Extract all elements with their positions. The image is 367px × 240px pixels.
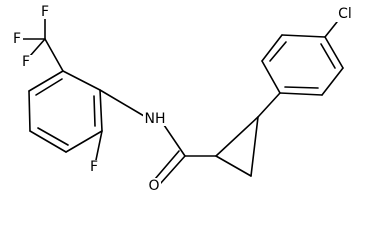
bond-ring1-double-1 xyxy=(93,95,96,127)
bond-nh-carbonyl xyxy=(163,124,186,157)
bond-ring-nh xyxy=(99,89,145,117)
atom-f-ring: F xyxy=(90,159,98,175)
bond-ring2-e xyxy=(321,67,344,96)
bond-ring1-e xyxy=(28,90,31,132)
atom-cl: Cl xyxy=(338,6,352,22)
bond-carbonyl-o-1 xyxy=(159,155,186,185)
bond-ring-f xyxy=(95,130,103,161)
bond-ring2-cl xyxy=(324,21,338,38)
bond-ring2-f xyxy=(279,92,323,96)
bond-cyclopropane-b xyxy=(250,116,259,177)
bond-ring1-b xyxy=(99,89,103,132)
bond-ring1-a xyxy=(62,70,101,91)
bond-ring1-f xyxy=(28,70,64,92)
bond-cyclopropane-aryl xyxy=(257,92,281,118)
bond-cf3-ring xyxy=(44,38,64,72)
bond-ring2-a xyxy=(261,60,281,94)
chemical-structure-diagram: F F F F NH O Cl xyxy=(11,4,357,194)
bond-ring1-double-2 xyxy=(37,127,69,146)
bond-ring1-c xyxy=(65,130,103,153)
bond-cyclopropane-a xyxy=(215,116,259,157)
bond-ring2-b xyxy=(261,34,283,62)
bonds xyxy=(21,14,344,185)
bond-ring2-c xyxy=(281,34,326,38)
bond-cyclopropane-c xyxy=(215,155,252,177)
bond-ring2-double-3 xyxy=(284,86,319,89)
bond-ring1-double-3 xyxy=(35,78,63,96)
atom-f-cf3-lower: F xyxy=(22,54,30,70)
atom-f-cf3-left: F xyxy=(13,31,21,47)
structure-canvas: F F F F NH O Cl xyxy=(11,4,357,194)
bond-cf3-f-lower xyxy=(29,38,46,57)
bond-ring2-d xyxy=(324,36,344,69)
bond-ring2-double-2 xyxy=(320,43,336,69)
bond-ring2-double-1 xyxy=(269,41,287,62)
atom-nh: NH xyxy=(145,111,166,127)
atom-labels: F F F F NH O Cl xyxy=(11,4,357,194)
bond-carbonyl-o-2 xyxy=(154,150,180,180)
atom-o: O xyxy=(148,178,159,194)
atom-f-cf3-top: F xyxy=(41,4,49,20)
bond-ring1-d xyxy=(29,130,67,153)
